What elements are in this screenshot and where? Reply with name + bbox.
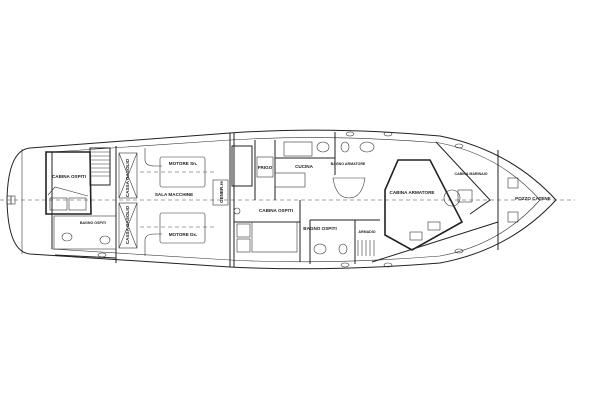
label-frigo: FRIGO <box>258 165 273 170</box>
porthole-icon <box>340 262 350 268</box>
label-cabina-ospiti-poppa: CABINA OSPITI <box>52 174 86 179</box>
stern-cleat-icon <box>6 195 16 205</box>
porthole-icon <box>97 252 107 258</box>
fuel-tank-starboard <box>118 202 138 249</box>
label-cucina: CUCINA <box>295 164 314 169</box>
label-pozzo-catene: POZZO CATENE <box>515 196 551 201</box>
porthole-icon <box>454 143 464 149</box>
label-motore-dx: MOTORE Dx. <box>169 232 198 237</box>
porthole-icon <box>383 131 393 137</box>
sink-icon <box>313 243 327 255</box>
aft-cabin-pillow <box>68 197 87 211</box>
exhaust-starboard-icon <box>144 233 162 256</box>
hull-outline <box>6 129 557 270</box>
label-cabina-armatore: CABINA ARMATORE <box>390 190 435 195</box>
label-bagno-armatore: BAGNO ARMATORE <box>331 162 366 166</box>
anchor-locker-lid <box>507 177 519 189</box>
aft-cabin-headboard <box>47 186 89 197</box>
galley-and-guest-walls <box>231 132 380 264</box>
toilet-icon <box>340 141 350 153</box>
stairs-icon <box>89 147 111 186</box>
crew-sink <box>457 189 473 203</box>
bulkheads <box>51 133 499 267</box>
aft-bathroom <box>53 215 117 250</box>
label-cabina-ospiti-centro: CABINA OSPITI <box>259 208 293 213</box>
label-cassa-gasolio-sn: CASSA GASOLIO <box>125 158 130 197</box>
exhaust-port-icon <box>144 148 162 167</box>
porthole-icon <box>454 248 464 254</box>
label-cassa-gasolio-dx: CASSA GASOLIO <box>125 205 130 244</box>
sink-icon <box>359 141 375 153</box>
label-cabina-marinaio: CABINA MARINAIO <box>454 172 487 176</box>
label-armadio: ARMADIO <box>358 230 375 234</box>
sink-icon <box>61 232 73 242</box>
crew-toilet-icon <box>443 189 461 207</box>
label-bagno-ospiti-centro: BAGNO OSPITI <box>303 226 336 231</box>
owner-pillow <box>409 231 423 241</box>
toilet-icon <box>338 243 348 255</box>
porthole-icon <box>345 131 355 137</box>
generator <box>212 179 229 206</box>
wardrobe-hatching <box>357 240 375 256</box>
label-bagno-ospiti-poppa: BAGNO OSPITI <box>80 221 106 225</box>
sink-icon <box>316 141 330 153</box>
aft-cabin-pillow <box>49 197 68 211</box>
shower-icon <box>332 177 366 199</box>
aft-cabin-bed <box>45 151 92 215</box>
owner-bed <box>384 159 464 251</box>
fuel-tank-port <box>118 152 138 199</box>
tank-cross-hatch <box>118 152 138 249</box>
label-motore-sn: MOTORE Sn. <box>169 161 198 166</box>
toilet-icon <box>99 235 111 245</box>
porthole-icon <box>383 262 393 268</box>
engine-starboard <box>159 212 206 244</box>
label-generatore: GENER.re <box>219 181 224 203</box>
sink-icon <box>233 207 241 215</box>
owner-cabin-walls <box>371 141 499 263</box>
anchor-locker-lid <box>507 211 519 223</box>
owner-pillow <box>427 221 441 231</box>
label-sala-macchine: SALA MACCHINE <box>155 192 193 197</box>
